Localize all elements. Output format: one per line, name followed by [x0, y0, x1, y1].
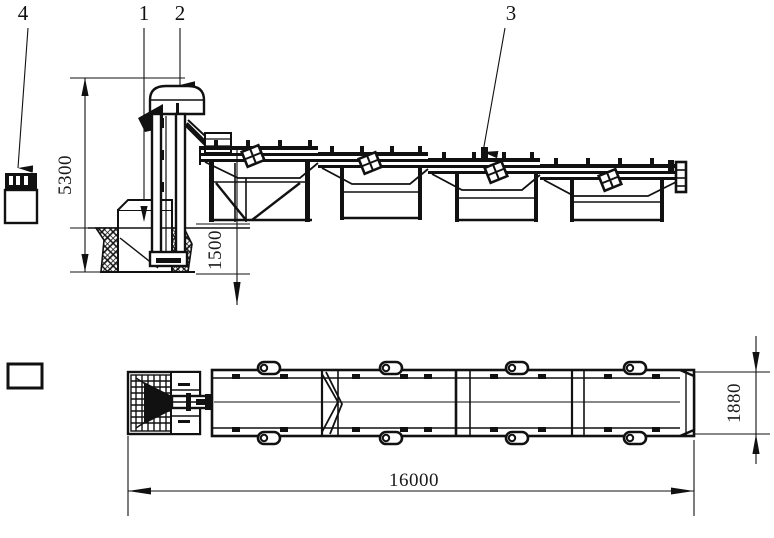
leader-3 [482, 27, 506, 159]
dimension-1500-text: 1500 [205, 230, 226, 270]
callout-3-label: 3 [506, 1, 517, 25]
callout-1-label: 1 [139, 1, 150, 25]
control-cabinet-plan [6, 362, 44, 390]
callout-2-label: 2 [175, 1, 186, 25]
dimension-1880: 1880 [694, 336, 770, 464]
bucket-elevator [138, 84, 219, 268]
idler-rollers-plan [256, 360, 648, 446]
drive-unit-b [356, 150, 384, 176]
conveyor-section-b [318, 146, 429, 220]
callout-1-arrow [140, 206, 148, 222]
control-cabinet [3, 173, 39, 225]
conveyor-section-d [540, 158, 688, 222]
dimension-16000-text: 16000 [389, 470, 439, 491]
dimension-1880-text: 1880 [724, 383, 745, 423]
drive-unit-d [596, 167, 624, 193]
dimension-5300-text: 5300 [55, 155, 76, 195]
drive-unit-c [482, 159, 510, 185]
conveyor-body-plan [210, 360, 696, 446]
conveyor-section-c [428, 147, 541, 222]
plan-view: 1880 16000 [6, 336, 770, 516]
leader-4 [17, 27, 34, 173]
elevation-view: 5300 [3, 77, 688, 305]
drive-shaft-plan [170, 393, 218, 411]
dimension-5300: 5300 [55, 77, 185, 273]
callout-4-label: 4 [18, 1, 29, 25]
dimension-1500: 1500 [196, 150, 250, 305]
dimension-16000: 16000 [127, 436, 695, 516]
picking-conveyor-section [199, 140, 319, 222]
drive-unit [239, 143, 267, 169]
